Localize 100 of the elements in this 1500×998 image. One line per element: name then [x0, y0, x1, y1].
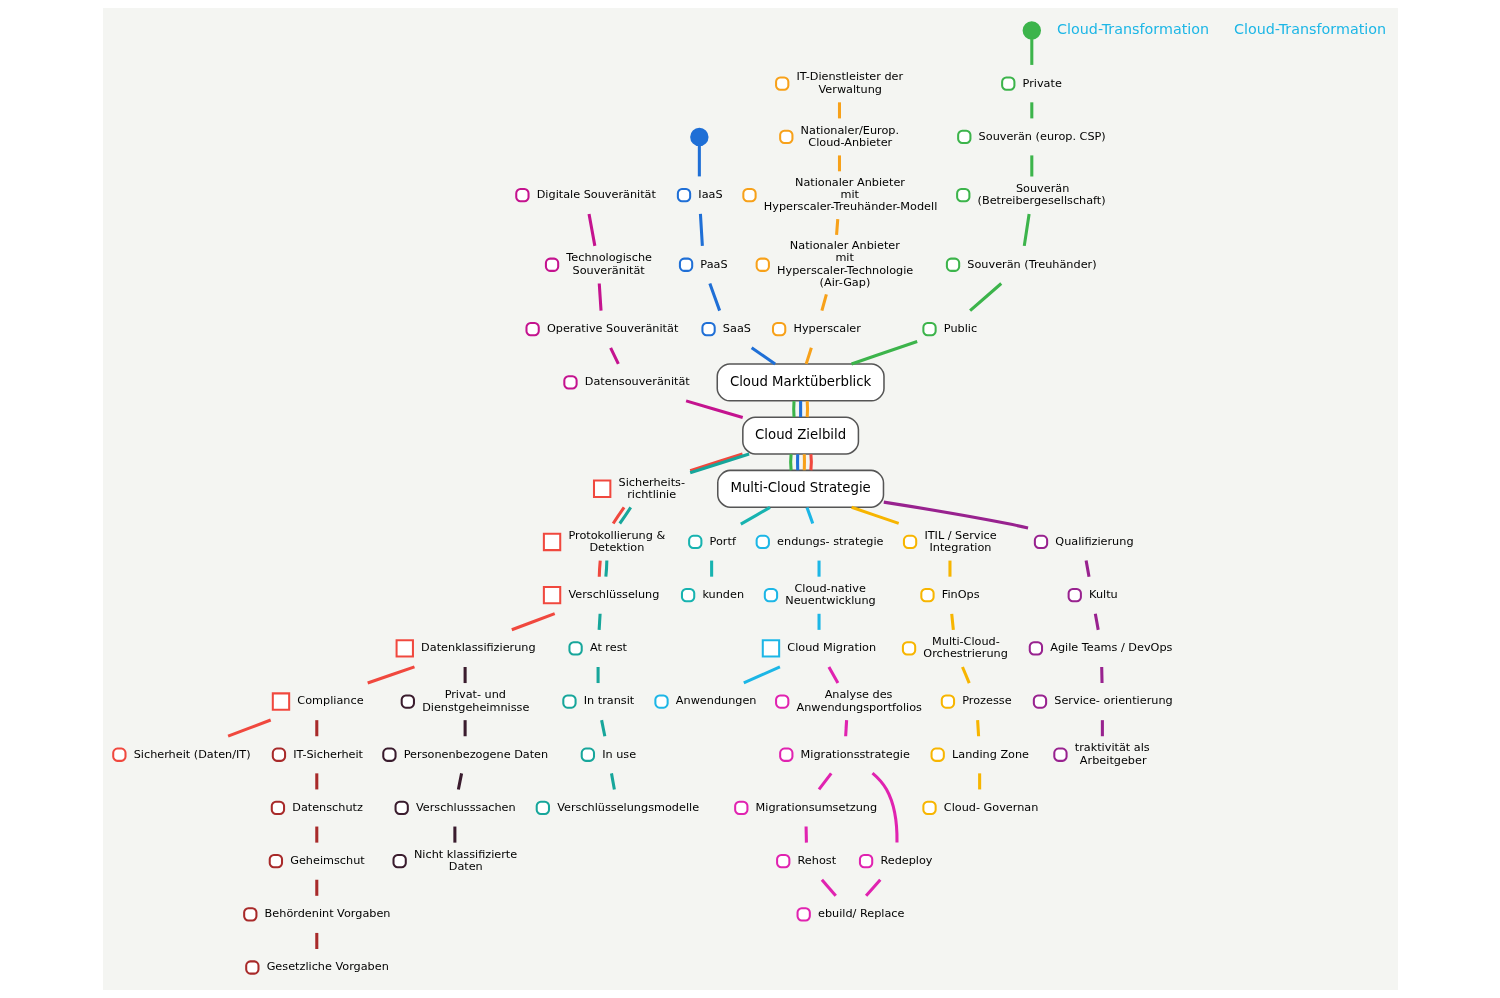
connector [808, 454, 813, 471]
node-label: Souverän (Betreibergesellschaft) [977, 181, 1106, 208]
connector [827, 666, 839, 684]
connector [791, 400, 796, 418]
connector [314, 720, 318, 737]
connector [597, 560, 602, 577]
node-label: Geheimschut [289, 853, 365, 867]
node-label: Public [943, 322, 977, 336]
node-label: Anwendungen [675, 694, 757, 708]
connector [1022, 213, 1031, 247]
node-label: ebuild/ Replace [817, 907, 904, 921]
connector [587, 213, 596, 247]
connector [837, 102, 841, 119]
node-label: Souverän (europ. CSP) [978, 129, 1106, 143]
connector [949, 613, 955, 630]
connector [597, 283, 603, 311]
connector [463, 720, 467, 737]
node-label: Multi-Cloud- Orchestrierung [922, 635, 1008, 661]
connector [805, 506, 814, 524]
node-label: Landing Zone [951, 747, 1029, 761]
node-label: Service- orientierung [1053, 694, 1173, 708]
connector [870, 772, 899, 843]
connector [802, 454, 806, 471]
node-label: In transit [583, 694, 634, 708]
connector [689, 452, 743, 473]
node-label: Hyperscaler [792, 322, 861, 336]
connector [452, 826, 456, 843]
node-label: Cloud-native Neuentwicklung [784, 581, 876, 608]
connector [618, 506, 632, 525]
connector [697, 145, 701, 177]
node-label: Cloud- Governan [943, 800, 1038, 814]
connector [1029, 102, 1033, 119]
connector [742, 665, 781, 685]
node-box: Cloud Zielbild [741, 416, 859, 455]
connector [314, 773, 318, 790]
connector [689, 452, 750, 475]
connector [456, 773, 463, 790]
node-label: Agile Teams / DevOps [1049, 641, 1172, 655]
connector [698, 213, 704, 246]
node-label: Datensouveränität [584, 375, 690, 389]
node-label: Datenklassifizierung [420, 641, 536, 655]
connector [1100, 720, 1104, 737]
node-label: Kultu [1088, 588, 1118, 602]
node-label: At rest [589, 641, 627, 655]
node-label: Compliance [296, 694, 364, 708]
node-label: Digitale Souveränität [536, 188, 656, 202]
node-label: Rehost [797, 853, 836, 867]
node-label: Cloud Migration [786, 641, 876, 655]
connector [709, 560, 713, 577]
node-label: Portf [709, 534, 736, 548]
connector [603, 560, 608, 577]
node-label: Nationaler/Europ. Cloud-Anbieter [800, 123, 899, 149]
node-box: Cloud Marktüberblick [716, 363, 885, 402]
node-label: Datenschutz [291, 800, 363, 814]
connector [795, 454, 799, 471]
connector [820, 878, 837, 897]
connector [1029, 155, 1033, 177]
node-label: Private [1022, 76, 1062, 90]
node-label: Protokollierung & Detektion [567, 528, 665, 554]
connector [597, 613, 602, 630]
connector [366, 665, 415, 685]
node-label: traktivität als Arbeitgeber [1074, 741, 1150, 767]
connector [804, 826, 808, 843]
connector [510, 612, 555, 632]
connector [611, 506, 625, 525]
node-label: FinOps [941, 588, 980, 602]
node-label: Souverän (Treuhänder) [966, 257, 1097, 271]
node-label: Migrationsumsetzung [755, 800, 877, 814]
node-label: Qualifizierung [1054, 534, 1134, 548]
connector [960, 666, 971, 684]
connector [843, 720, 848, 737]
node-label: IT-Dienstleister der Verwaltung [796, 70, 903, 96]
connector [968, 282, 1002, 312]
connector [739, 506, 771, 526]
connector [834, 218, 839, 235]
connector [1093, 613, 1100, 631]
node-label: Verschlüsselung [567, 588, 659, 602]
node-label: SaaS [722, 322, 751, 336]
connector [314, 879, 318, 896]
connector [850, 340, 918, 366]
node-label: Nationaler Anbieter mit Hyperscaler-Treuhänder-Modell [763, 175, 937, 214]
connector [805, 400, 809, 418]
connector [850, 505, 899, 525]
connector [1084, 560, 1091, 577]
connector [1099, 666, 1104, 684]
connector [1029, 39, 1033, 65]
node-label: Prozesse [961, 694, 1012, 708]
node-label: Nicht klassifizierte Daten [413, 847, 517, 874]
connector [609, 773, 616, 790]
node-label: IaaS [697, 188, 723, 202]
node-label: Gesetzliche Vorgaben [266, 960, 389, 974]
node-label: Migrationsstrategie [800, 747, 910, 761]
connector [227, 718, 271, 738]
node-label: Analyse des Anwendungsportfolios [796, 688, 922, 714]
node-label: Verschlüsselungsmodelle [556, 800, 699, 814]
connector [707, 282, 721, 312]
connector [804, 347, 813, 365]
node-label: ITIL / Service Integration [923, 528, 997, 554]
connector [596, 666, 600, 684]
connector [977, 773, 981, 790]
